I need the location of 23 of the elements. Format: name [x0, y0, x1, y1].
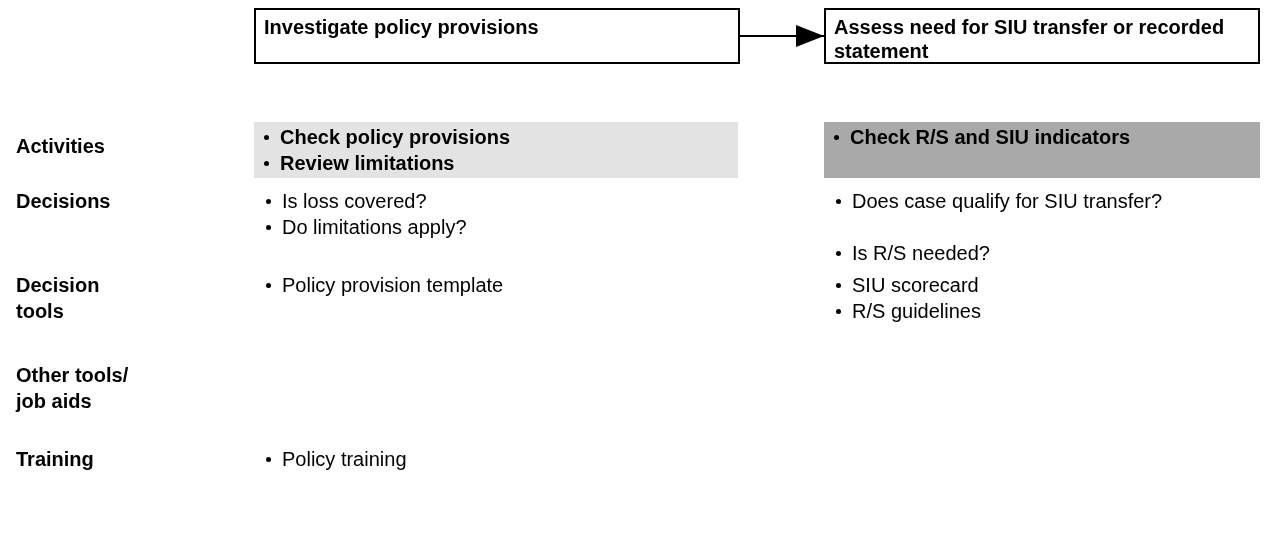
- list-item: Do limitations apply?: [264, 214, 742, 240]
- activity-item: Review limitations: [262, 150, 730, 176]
- list-item: Policy provision template: [264, 272, 742, 298]
- step-title: Investigate policy provisions: [264, 15, 540, 39]
- step-title: Assess need for SIU transfer or recorded statement: [834, 15, 1226, 63]
- activity-band: [824, 122, 1260, 178]
- activity-band: [254, 122, 738, 178]
- activity-item: Check R/S and SIU indicators: [832, 124, 1252, 150]
- arrow: [739, 25, 825, 47]
- process-box: [824, 8, 1260, 64]
- list-item: Is R/S needed?: [834, 240, 1232, 266]
- list-item: Is loss covered?: [264, 188, 742, 214]
- row-header: Decisions: [16, 189, 112, 214]
- list-item: R/S guidelines: [834, 298, 1232, 324]
- row-header: Other tools/ job aids: [16, 363, 130, 414]
- row-header: Activities: [16, 134, 106, 159]
- list-item: SIU scorecard: [834, 272, 1232, 298]
- activity-item: Check policy provisions: [262, 124, 730, 150]
- row-header: Decision tools: [16, 273, 101, 324]
- list-item: Does case qualify for SIU transfer?: [834, 188, 1232, 214]
- process-box: [254, 8, 740, 64]
- row-header: Training: [16, 447, 95, 472]
- list-item: Policy training: [264, 446, 742, 472]
